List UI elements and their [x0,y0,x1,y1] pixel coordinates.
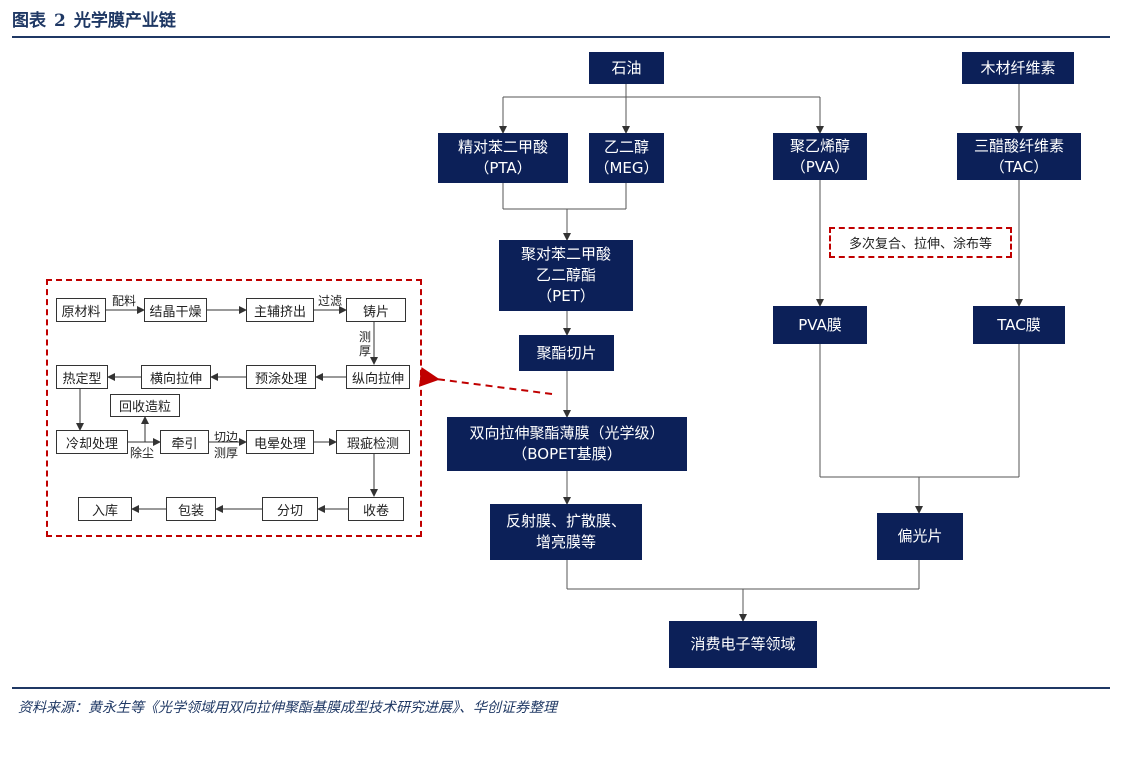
node-pva-film: PVA膜 [773,306,867,344]
step-corona: 电晕处理 [246,430,314,454]
node-tac-raw-line2: （TAC） [989,157,1049,176]
step-precoat: 预涂处理 [246,365,316,389]
node-tac-raw-line1: 三醋酸纤维素 [973,136,1064,155]
node-pta-line2: （PTA） [474,159,532,177]
node-petroleum-label: 石油 [611,58,642,77]
node-petroleum: 石油 [589,52,664,84]
node-pva-raw: 聚乙烯醇 （PVA） [773,133,867,180]
step-cast: 铸片 [346,298,406,322]
step-wind: 收卷 [348,497,404,521]
node-pta-line1: 精对苯二甲酸 [457,138,548,156]
label-measure-thickness-2: 测厚 [214,446,239,460]
step-store: 入库 [78,497,132,521]
step-defect-inspection: 瑕疵检测 [336,430,410,454]
label-batching: 配料 [112,294,137,308]
label-dedust: 除尘 [130,446,155,460]
node-pva-film-label: PVA膜 [798,315,842,334]
node-meg-line2: （MEG） [594,159,659,177]
figure-title: 图表 2 光学膜产业链 [12,6,176,31]
node-bopet-line2: （BOPET基膜） [512,445,622,463]
step-pack: 包装 [166,497,216,521]
step-traction: 牵引 [160,430,209,454]
step-recycle: 回收造粒 [110,394,180,417]
figure-title-text: 光学膜产业链 [73,11,176,31]
node-wood-cellulose-label: 木材纤维素 [980,58,1056,77]
step-heat-set: 热定型 [56,365,108,389]
node-polarizer-label: 偏光片 [897,527,943,545]
node-pva-raw-line1: 聚乙烯醇 [789,136,850,155]
bottom-rule [12,687,1110,689]
pva-process-note: 多次复合、拉伸、涂布等 [848,237,992,252]
step-raw-material: 原材料 [56,298,106,322]
node-polyester-chips: 聚酯切片 [519,335,614,371]
node-tac-film-label: TAC膜 [997,315,1041,334]
step-slit: 分切 [262,497,318,521]
step-mdo: 纵向拉伸 [346,365,410,389]
pva-process-note-frame [829,227,1012,258]
node-wood-cellulose: 木材纤维素 [962,52,1074,84]
node-consumer-electronics-label: 消费电子等领域 [690,635,796,653]
node-pva-raw-line2: （PVA） [790,157,850,176]
node-pet-line1: 聚对苯二甲酸 [520,245,611,263]
label-trim: 切边 [214,430,239,444]
node-pta: 精对苯二甲酸 （PTA） [438,133,568,183]
node-polarizer: 偏光片 [877,513,963,560]
step-extrude: 主辅挤出 [246,298,314,322]
label-measure-thickness: 测厚 [358,330,371,358]
node-meg-line1: 乙二醇 [603,138,649,156]
node-meg: 乙二醇 （MEG） [589,133,664,183]
figure-prefix: 图表 [12,11,46,31]
step-tdo: 横向拉伸 [141,365,211,389]
figure-number: 2 [54,11,66,31]
step-cool: 冷却处理 [56,430,128,454]
node-pet-line3: （PET） [537,287,595,305]
node-tac-raw: 三醋酸纤维素 （TAC） [957,133,1081,180]
source-note: 资料来源：黄永生等《光学领域用双向拉伸聚酯基膜成型技术研究进展》、华创证券整理 [18,700,557,716]
node-optical-films-line2: 增亮膜等 [535,533,596,551]
step-crystal-dry: 结晶干燥 [144,298,207,322]
node-pet: 聚对苯二甲酸 乙二醇酯 （PET） [499,240,633,311]
node-bopet-line1: 双向拉伸聚酯薄膜（光学级） [469,424,665,442]
bopet-process-panel [46,279,422,537]
node-pet-line2: 乙二醇酯 [535,266,596,284]
node-tac-film: TAC膜 [973,306,1065,344]
top-rule [12,36,1110,38]
node-optical-films: 反射膜、扩散膜、 增亮膜等 [490,504,642,560]
node-bopet: 双向拉伸聚酯薄膜（光学级） （BOPET基膜） [447,417,687,471]
node-consumer-electronics: 消费电子等领域 [669,621,817,668]
node-polyester-chips-label: 聚酯切片 [536,343,597,362]
node-optical-films-line1: 反射膜、扩散膜、 [505,512,626,530]
label-filter: 过滤 [318,294,343,308]
